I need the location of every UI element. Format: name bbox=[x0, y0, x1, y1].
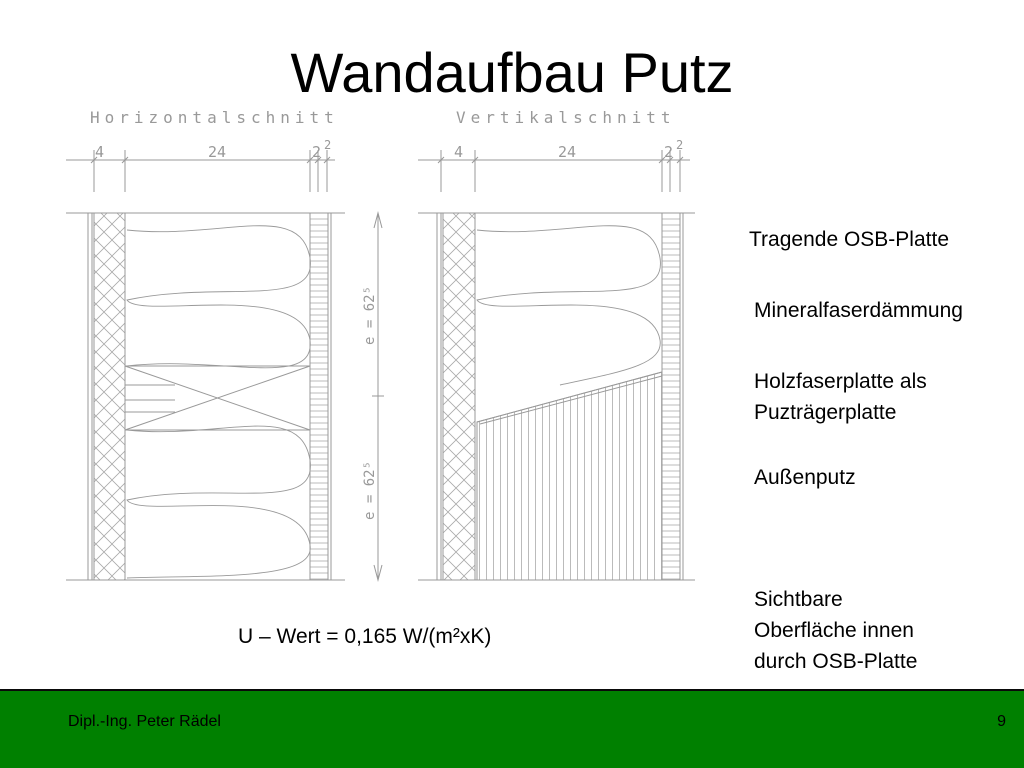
label-holzfaserplatte: Holzfaserplatte als Puzträgerplatte bbox=[754, 366, 927, 428]
dim-v-24: 24 bbox=[558, 143, 576, 161]
label-sichtbare-line3: durch OSB-Platte bbox=[754, 650, 918, 673]
vertical-section-title: Vertikalschnitt bbox=[456, 108, 676, 127]
horizontal-section-title: Horizontalschnitt bbox=[90, 108, 339, 127]
label-sichtbare-oberflaeche: Sichtbare Oberfläche innen durch OSB-Pla… bbox=[754, 584, 917, 677]
label-aussenputz-line1: Außenputz bbox=[754, 466, 856, 489]
vertical-section bbox=[418, 150, 695, 581]
dim-v-4: 4 bbox=[454, 143, 463, 161]
footer-author: Dipl.-Ing. Peter Rädel bbox=[68, 713, 221, 730]
dim-h-2a: 2 bbox=[312, 143, 321, 161]
dim-h-2b: 2 bbox=[324, 138, 331, 152]
label-osb-platte: Tragende OSB-Platte bbox=[749, 224, 949, 255]
label-sichtbare-line1: Sichtbare bbox=[754, 588, 843, 611]
slide-footer: Dipl.-Ing. Peter Rädel 9 bbox=[0, 689, 1024, 768]
dim-v-2b: 2 bbox=[676, 138, 683, 152]
label-sichtbare-line2: Oberfläche innen bbox=[754, 619, 914, 642]
spacing-dimension bbox=[372, 211, 384, 582]
page-number: 9 bbox=[997, 713, 1006, 730]
horizontal-section bbox=[66, 150, 345, 581]
spacing-label-upper: e = 62⁵ bbox=[362, 286, 378, 345]
dim-v-2a: 2 bbox=[664, 143, 673, 161]
wall-section-drawing: Horizontalschnitt Vertikalschnitt bbox=[66, 108, 695, 582]
slide-title: Wandaufbau Putz bbox=[290, 41, 734, 104]
label-osb-line1: Tragende OSB-Platte bbox=[749, 228, 949, 251]
label-holzfaser-line1: Holzfaserplatte als bbox=[754, 370, 927, 393]
label-mineralfaser-line1: Mineralfaserdämmung bbox=[754, 299, 963, 322]
dim-h-4: 4 bbox=[95, 143, 104, 161]
dim-h-24: 24 bbox=[208, 143, 226, 161]
label-aussenputz: Außenputz bbox=[754, 462, 856, 493]
u-value-text: U – Wert = 0,165 W/(m²xK) bbox=[238, 625, 492, 648]
label-mineralfaser: Mineralfaserdämmung bbox=[754, 295, 963, 326]
label-holzfaser-line2: Puzträgerplatte bbox=[754, 401, 897, 424]
spacing-label-lower: e = 62⁵ bbox=[362, 461, 378, 520]
